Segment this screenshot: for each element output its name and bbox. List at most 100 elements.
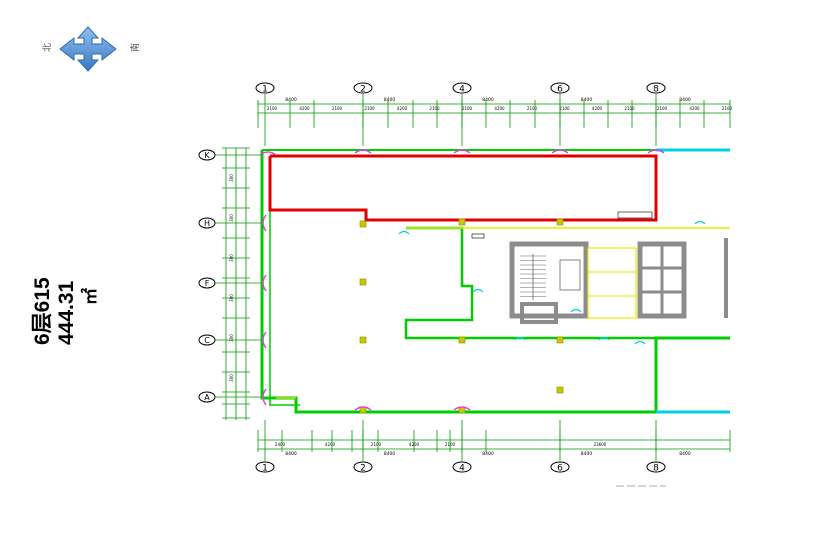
left-dim-label: 300 (229, 374, 234, 382)
core-lobby (587, 247, 637, 319)
row-label: C (204, 336, 210, 345)
top-dim-label: 8400 (581, 97, 593, 103)
bottom-dim-label: 8400 (285, 451, 297, 457)
door-swing (398, 230, 410, 235)
top-dim-label: 8400 (285, 97, 297, 103)
inner-wall-west (269, 156, 300, 406)
core-column-east (724, 238, 728, 318)
label-box (617, 211, 653, 219)
door-swing (514, 336, 526, 341)
door-swing (472, 288, 484, 293)
column (556, 336, 564, 344)
bottom-dim-label: 8400 (384, 451, 396, 457)
axis-label-top: 8 (653, 85, 659, 95)
label-box (471, 233, 485, 239)
axis-bubble-bottom (255, 461, 275, 473)
bottom-dim-label: 8400 (482, 451, 494, 457)
left-dim-label: 300 (229, 294, 234, 302)
column (458, 336, 466, 344)
axis-bubble-bottom (452, 461, 472, 473)
axis-label-bottom: 4 (459, 464, 465, 474)
axis-bubble-bottom (550, 461, 570, 473)
axis-bubble-top (550, 82, 570, 94)
top-subdim-label: 2100 (429, 106, 440, 111)
column (556, 218, 564, 226)
axis-label-top: 1 (262, 85, 268, 95)
column (359, 278, 367, 286)
axis-label-top: 6 (557, 85, 563, 95)
bottom-subdim-label: 23600 (594, 442, 607, 447)
column (556, 386, 564, 394)
row-label: K (204, 151, 210, 160)
compass-arrows-icon (59, 26, 117, 72)
row-label: A (204, 393, 210, 402)
window-opening (551, 149, 569, 154)
left-dim-label: 300 (229, 334, 234, 342)
service-core (509, 238, 728, 324)
core-room-small (559, 259, 581, 291)
row-label: H (204, 219, 210, 228)
window-opening (259, 151, 277, 156)
door-swing (694, 220, 706, 225)
building-walls (260, 148, 730, 414)
window-opening (647, 149, 665, 154)
top-subdim-label: 2100 (267, 106, 278, 111)
door-swing (570, 308, 582, 313)
top-subdim-label: 4200 (592, 106, 603, 111)
structural-columns (359, 218, 564, 414)
axis-bubble-bottom (646, 461, 666, 473)
window-opening-west (262, 388, 267, 406)
top-dim-label: 8400 (679, 97, 691, 103)
axis-bubble-top (353, 82, 373, 94)
axis-bubble-top (255, 82, 275, 94)
axis-bubble-bottom (353, 461, 373, 473)
row-label: F (205, 279, 210, 288)
corridor-wall (404, 226, 656, 340)
top-subdim-label: 2100 (462, 106, 473, 111)
axis-bubble-top (452, 82, 472, 94)
top-subdim-label: 4200 (397, 106, 408, 111)
left-dim-label: 300 (229, 254, 234, 262)
column (359, 336, 367, 344)
left-dim-label: 300 (229, 174, 234, 182)
top-dim-label: 8400 (384, 97, 396, 103)
window-opening-west (262, 331, 267, 349)
window-opening (453, 406, 471, 411)
top-subdim-label: 2100 (364, 106, 375, 111)
column (359, 220, 367, 228)
top-subdim-label: 2100 (332, 106, 343, 111)
bottom-dim-label: 8400 (679, 451, 691, 457)
axis-label-bottom: 2 (360, 464, 366, 474)
window-opening-west (262, 214, 267, 232)
top-subdim-label: 4200 (494, 106, 505, 111)
axis-label-bottom: 1 (262, 464, 268, 474)
core-shaft (520, 302, 558, 324)
axis-label-top: 2 (360, 85, 366, 95)
top-subdim-label: 4200 (689, 106, 700, 111)
core-stair-room (509, 241, 589, 319)
top-subdim-label: 2100 (722, 106, 733, 111)
outer-wall-south-west (260, 150, 730, 414)
top-axis-group: 1 2 4 6 8 8400 8400 8400 8400 8400 2100 4200 2100 21… (255, 82, 733, 146)
bottom-subdim-label: 2100 (371, 442, 382, 447)
axis-label-top: 4 (459, 85, 465, 95)
top-subdim-label: 2100 (657, 106, 668, 111)
unit-615-outline (268, 154, 658, 222)
openings (259, 149, 706, 411)
bottom-subdim-label: 2400 (275, 442, 286, 447)
column (458, 218, 466, 226)
axis-bubble-top (646, 82, 666, 94)
window-opening-west (262, 274, 267, 292)
top-subdim-label: 2100 (624, 106, 635, 111)
top-subdim-label: 2100 (559, 106, 570, 111)
top-dim-label: 8400 (482, 97, 494, 103)
bottom-subdim-label: 4200 (325, 442, 336, 447)
top-subdim-label: 2100 (527, 106, 538, 111)
window-opening (453, 149, 471, 154)
window-opening (354, 406, 372, 411)
door-swing (598, 336, 610, 341)
